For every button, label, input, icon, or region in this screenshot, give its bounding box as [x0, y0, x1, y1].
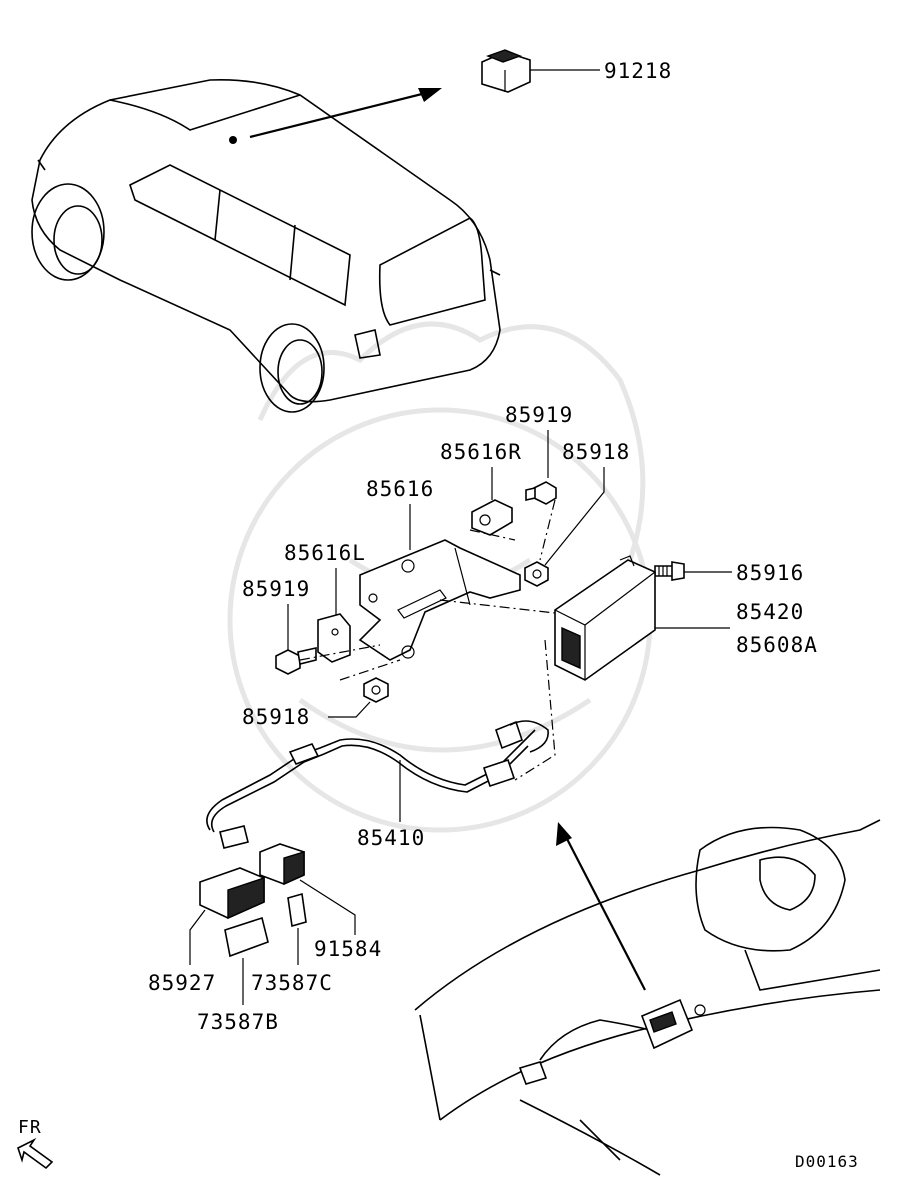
leader-85918-bottom — [328, 701, 371, 718]
part-85918-nut-bottom — [363, 677, 389, 703]
label-73587C: 73587C — [251, 971, 333, 995]
ref-code: D00163 — [795, 1152, 859, 1171]
fr-label: FR — [18, 1117, 42, 1138]
label-91218: 91218 — [604, 59, 672, 83]
label-85919-top: 85919 — [505, 403, 573, 427]
dashboard-illustration — [414, 819, 881, 1176]
fr-arrow-icon — [17, 1137, 54, 1170]
dash-line-3 — [469, 529, 516, 541]
part-73587B-cover — [224, 916, 269, 958]
dash-line-5 — [514, 639, 556, 781]
vehicle-illustration — [31, 78, 501, 413]
dash-line-2 — [339, 659, 401, 681]
part-85916-screw — [654, 561, 685, 581]
leader-85927 — [189, 909, 206, 965]
roof-arrow-head — [418, 88, 442, 102]
label-85916: 85916 — [736, 561, 804, 585]
part-85420-module — [554, 555, 656, 681]
label-85927: 85927 — [148, 971, 216, 995]
label-85918-bottom: 85918 — [242, 705, 310, 729]
label-73587B: 73587B — [197, 1010, 279, 1034]
dash-line-1 — [299, 644, 381, 661]
part-85616L-bracket — [317, 613, 351, 663]
leader-91584 — [299, 879, 356, 935]
label-85410: 85410 — [357, 826, 425, 850]
roof-arrow-line — [249, 90, 431, 139]
label-85616: 85616 — [366, 477, 434, 501]
dash-arrow-line — [564, 834, 646, 991]
leader-85918-top — [544, 467, 605, 566]
part-73587C-cover — [287, 892, 307, 928]
part-85918-nut-top — [524, 561, 549, 587]
label-91584: 91584 — [314, 937, 382, 961]
label-85608A: 85608A — [736, 633, 818, 657]
label-85616R: 85616R — [440, 440, 522, 464]
part-85927-panel — [199, 867, 265, 920]
part-91584-switch — [259, 843, 305, 886]
dash-line-4 — [439, 599, 556, 614]
label-85616L: 85616L — [284, 541, 366, 565]
part-91218-switch — [481, 49, 531, 93]
part-85919-bolt-top — [525, 481, 557, 505]
dash-line-6 — [539, 499, 556, 561]
label-85420: 85420 — [736, 600, 804, 624]
part-85616R-bracket — [471, 499, 513, 536]
part-85410-harness — [206, 720, 549, 849]
label-85919-left: 85919 — [242, 577, 310, 601]
dash-arrow-head — [556, 822, 572, 846]
part-85919-bolt-left — [275, 647, 317, 675]
label-85918-top: 85918 — [562, 440, 630, 464]
